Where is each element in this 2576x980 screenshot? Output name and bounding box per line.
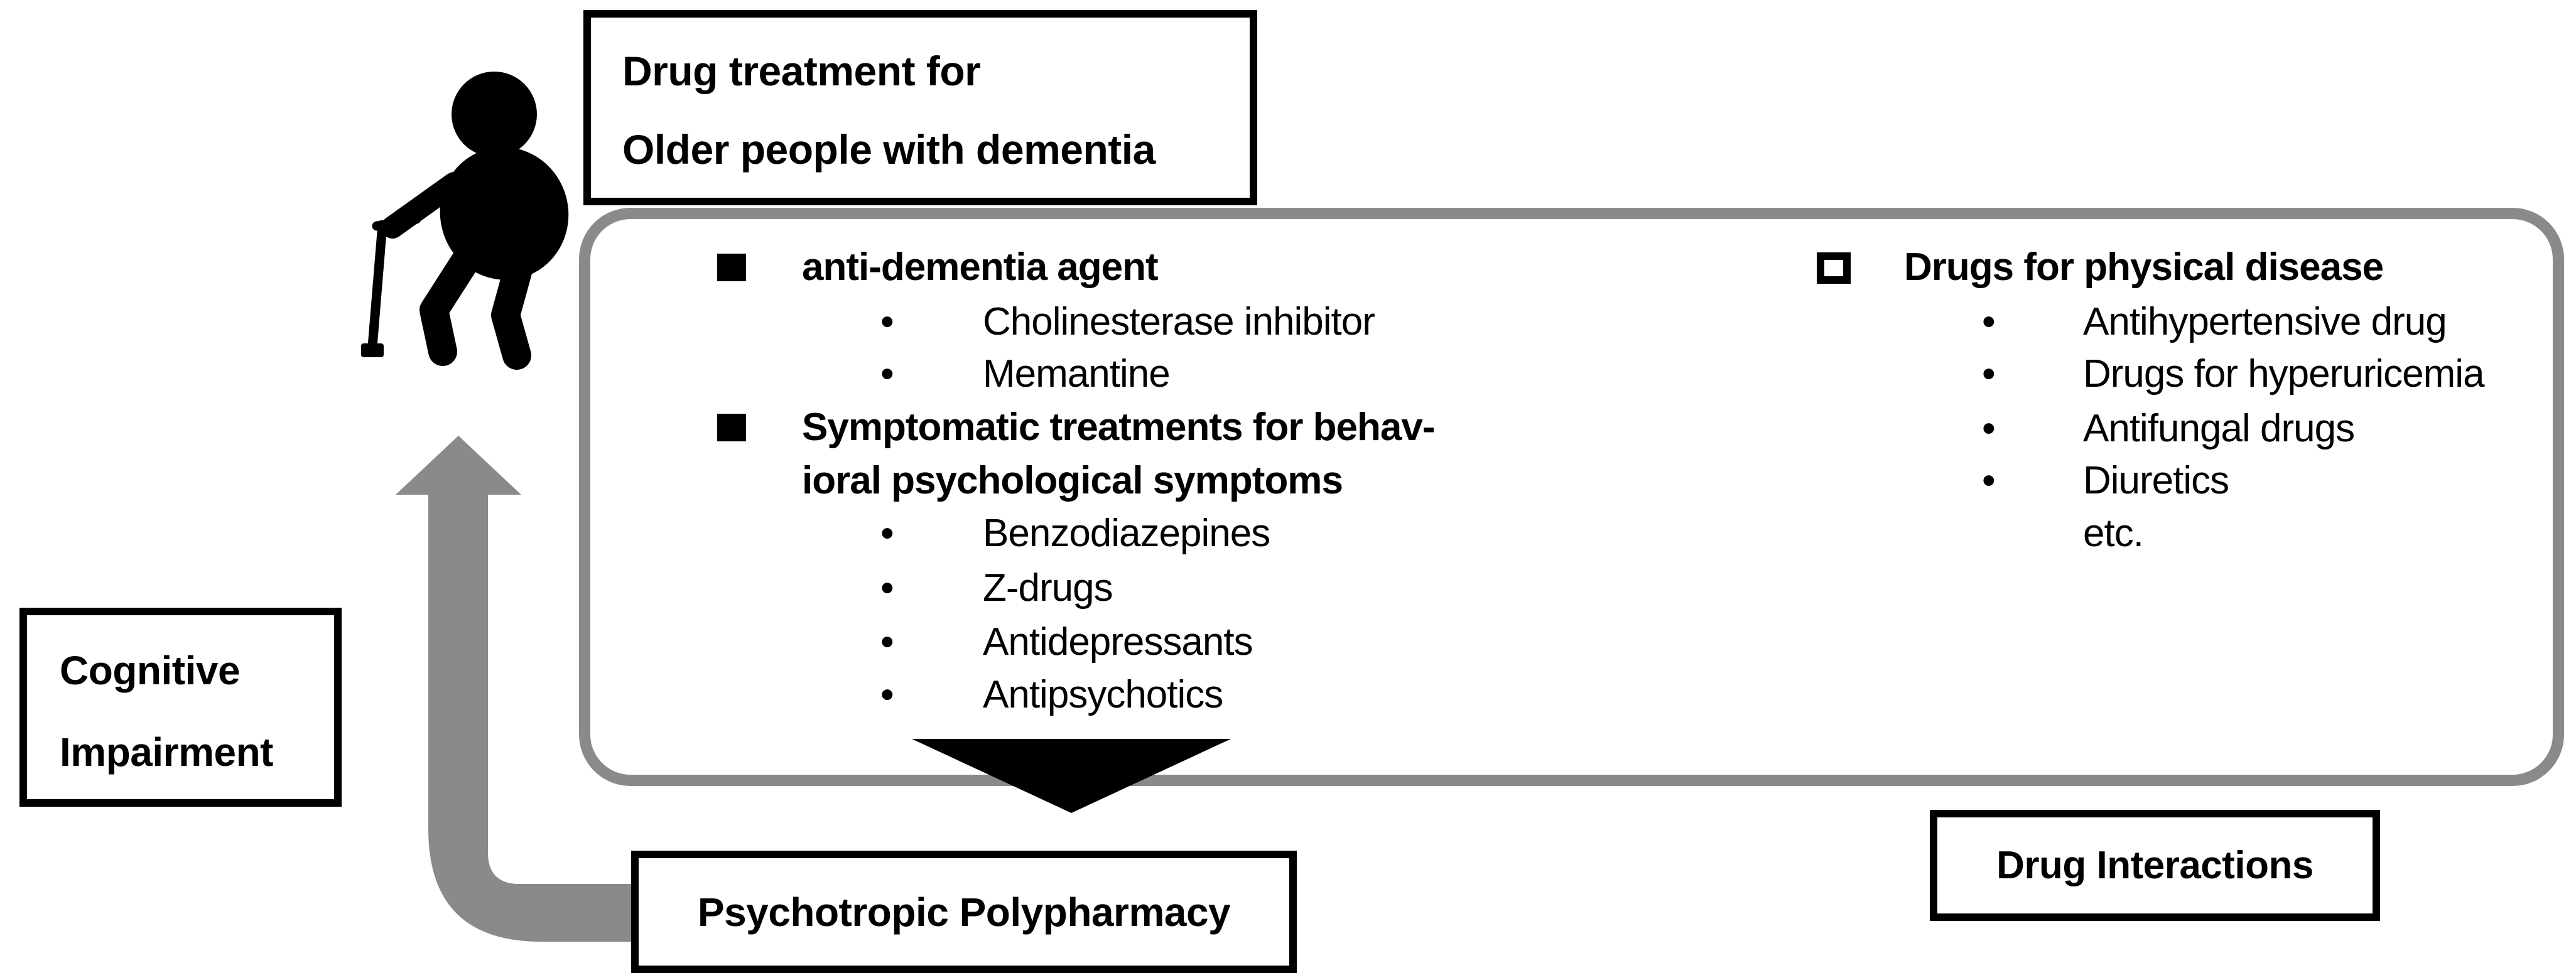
psychotropic-polypharmacy-box: Psychotropic Polypharmacy — [631, 851, 1297, 973]
title-box: Drug treatment for Older people with dem… — [583, 10, 1257, 205]
person-torso — [440, 147, 569, 280]
title-line-1: Drug treatment for — [622, 48, 981, 94]
psychotropic-label: Psychotropic Polypharmacy — [697, 889, 1231, 935]
medication-panel — [579, 208, 2564, 786]
cane-shaft — [367, 220, 387, 352]
up-arrow-head — [396, 436, 521, 495]
cognitive-line-1: Cognitive — [60, 648, 241, 693]
person-right-leg — [491, 250, 534, 370]
cognitive-line-2: Impairment — [60, 730, 273, 775]
elderly-person-with-cane-icon — [361, 72, 569, 370]
person-left-leg — [419, 247, 480, 366]
drug-interactions-label: Drug Interactions — [1996, 844, 2314, 887]
person-head — [452, 72, 537, 157]
cane-tip — [361, 343, 384, 357]
drug-interactions-box: Drug Interactions — [1930, 810, 2380, 921]
title-line-2: Older people with dementia — [622, 126, 1155, 173]
cognitive-impairment-box: Cognitive Impairment — [19, 608, 342, 807]
